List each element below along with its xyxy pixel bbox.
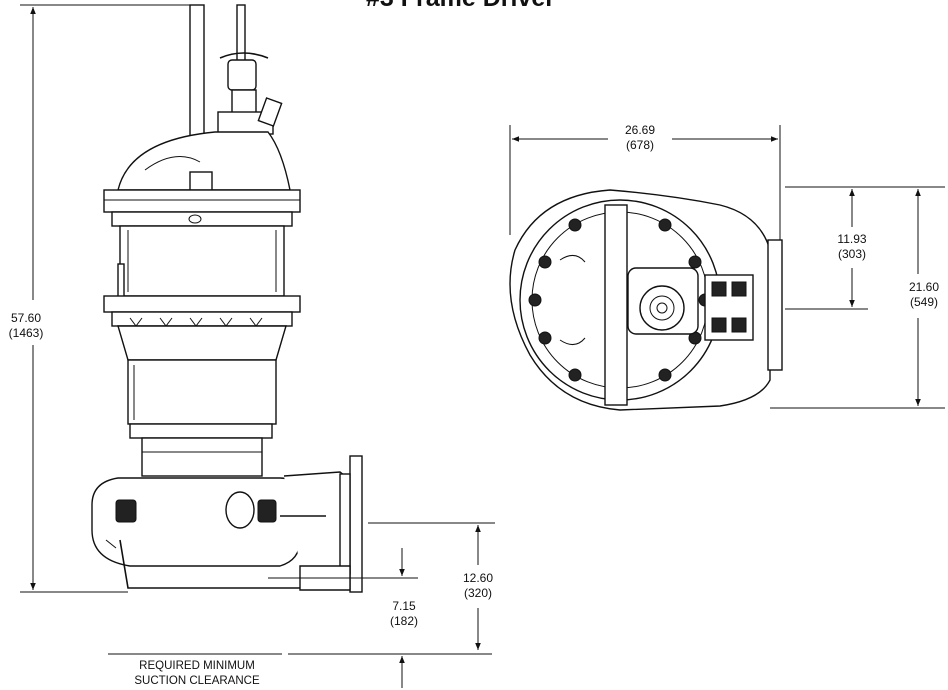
suction-height-mm: (182) bbox=[390, 614, 418, 628]
plan-depth-dimension: 21.60 (549) bbox=[770, 189, 945, 409]
plan-offset-dimension: 11.93 (303) bbox=[785, 186, 945, 310]
clearance-note-line1: REQUIRED MINIMUM bbox=[139, 660, 255, 672]
suction-height-in: 7.15 bbox=[392, 599, 416, 613]
discharge-height-mm: (320) bbox=[464, 586, 492, 600]
plan-width-in: 26.69 bbox=[625, 123, 655, 137]
plan-view bbox=[509, 189, 783, 411]
overall-height-in: 57.60 bbox=[11, 311, 41, 325]
overall-height-dimension: 57.60 (1463) bbox=[9, 4, 192, 593]
side-elevation-view bbox=[91, 4, 363, 593]
discharge-height-dimension: 12.60 (320) bbox=[368, 522, 495, 650]
plan-offset-mm: (303) bbox=[838, 247, 866, 261]
clearance-note-line2: SUCTION CLEARANCE bbox=[134, 675, 260, 687]
suction-clearance-note: REQUIRED MINIMUM SUCTION CLEARANCE bbox=[108, 653, 492, 687]
suction-height-dimension: 7.15 (182) bbox=[268, 548, 418, 688]
discharge-height-in: 12.60 bbox=[463, 571, 493, 585]
plan-offset-in: 11.93 bbox=[837, 232, 866, 246]
drawing-title: #3 Frame Driver bbox=[366, 0, 555, 13]
plan-depth-mm: (549) bbox=[910, 295, 938, 309]
plan-width-dimension: 26.69 (678) bbox=[509, 123, 781, 240]
plan-width-mm: (678) bbox=[626, 138, 654, 152]
plan-depth-in: 21.60 bbox=[909, 280, 939, 294]
overall-height-mm: (1463) bbox=[9, 326, 44, 340]
